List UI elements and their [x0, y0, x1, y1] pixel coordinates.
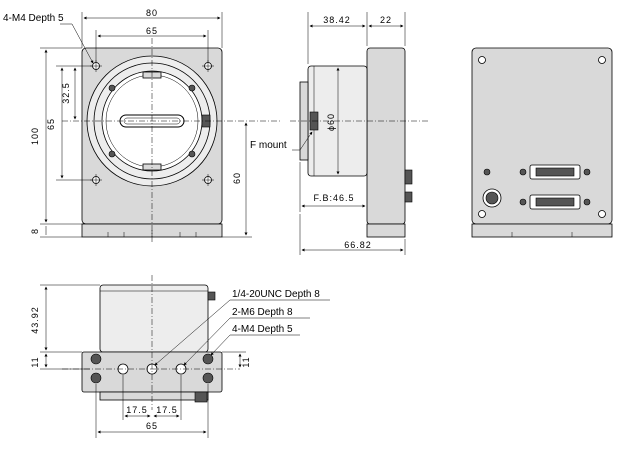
front-height-100: 100 — [30, 127, 40, 145]
bottom-spacing-left: 17.5 — [126, 405, 148, 415]
side-flange-back: F.B:46.5 — [313, 193, 354, 203]
rear-led — [483, 168, 491, 176]
bottom-spacing-right: 17.5 — [156, 405, 178, 415]
bottom-tripod-note: 1/4-20UNC Depth 8 — [232, 289, 320, 300]
bottom-m4-note: 4-M4 Depth 5 — [232, 324, 293, 335]
side-body — [366, 47, 406, 225]
front-width-65: 65 — [146, 26, 158, 36]
side-mount-label: F mount — [250, 140, 287, 151]
bottom-lens-housing — [99, 284, 209, 353]
side-length-38-42: 38.42 — [323, 15, 351, 25]
bottom-width-65: 65 — [146, 421, 158, 431]
bottom-height-11-left: 11 — [30, 356, 40, 367]
front-width-80: 80 — [146, 8, 158, 18]
bottom-view: 43.92 11 11 17.5 17.5 65 1/4-20UNC Depth… — [30, 275, 330, 438]
rear-view — [471, 47, 613, 238]
bottom-m6-note: 2-M6 Depth 8 — [232, 307, 293, 318]
front-base-8: 8 — [30, 228, 40, 234]
front-hole-note: 4-M4 Depth 5 — [3, 13, 64, 24]
front-height-65: 65 — [46, 118, 56, 130]
bottom-corner-holes — [90, 353, 214, 384]
side-length-22: 22 — [380, 15, 392, 25]
front-height-60: 60 — [232, 172, 242, 184]
rear-data-connectors — [519, 164, 591, 210]
side-total-length: 66.82 — [344, 240, 372, 250]
side-diameter: ϕ60 — [326, 113, 336, 131]
bottom-height-43-92: 43.92 — [30, 306, 40, 334]
side-view: 38.42 22 ϕ60 F mount F.B:46.5 66.82 — [250, 12, 430, 255]
bottom-height-11-right: 11 — [241, 356, 251, 367]
front-height-32-5: 32.5 — [61, 82, 71, 104]
front-corner-holes — [90, 60, 214, 186]
front-view: 80 65 100 65 32.5 8 60 4-M4 Depth 5 — [3, 8, 280, 244]
